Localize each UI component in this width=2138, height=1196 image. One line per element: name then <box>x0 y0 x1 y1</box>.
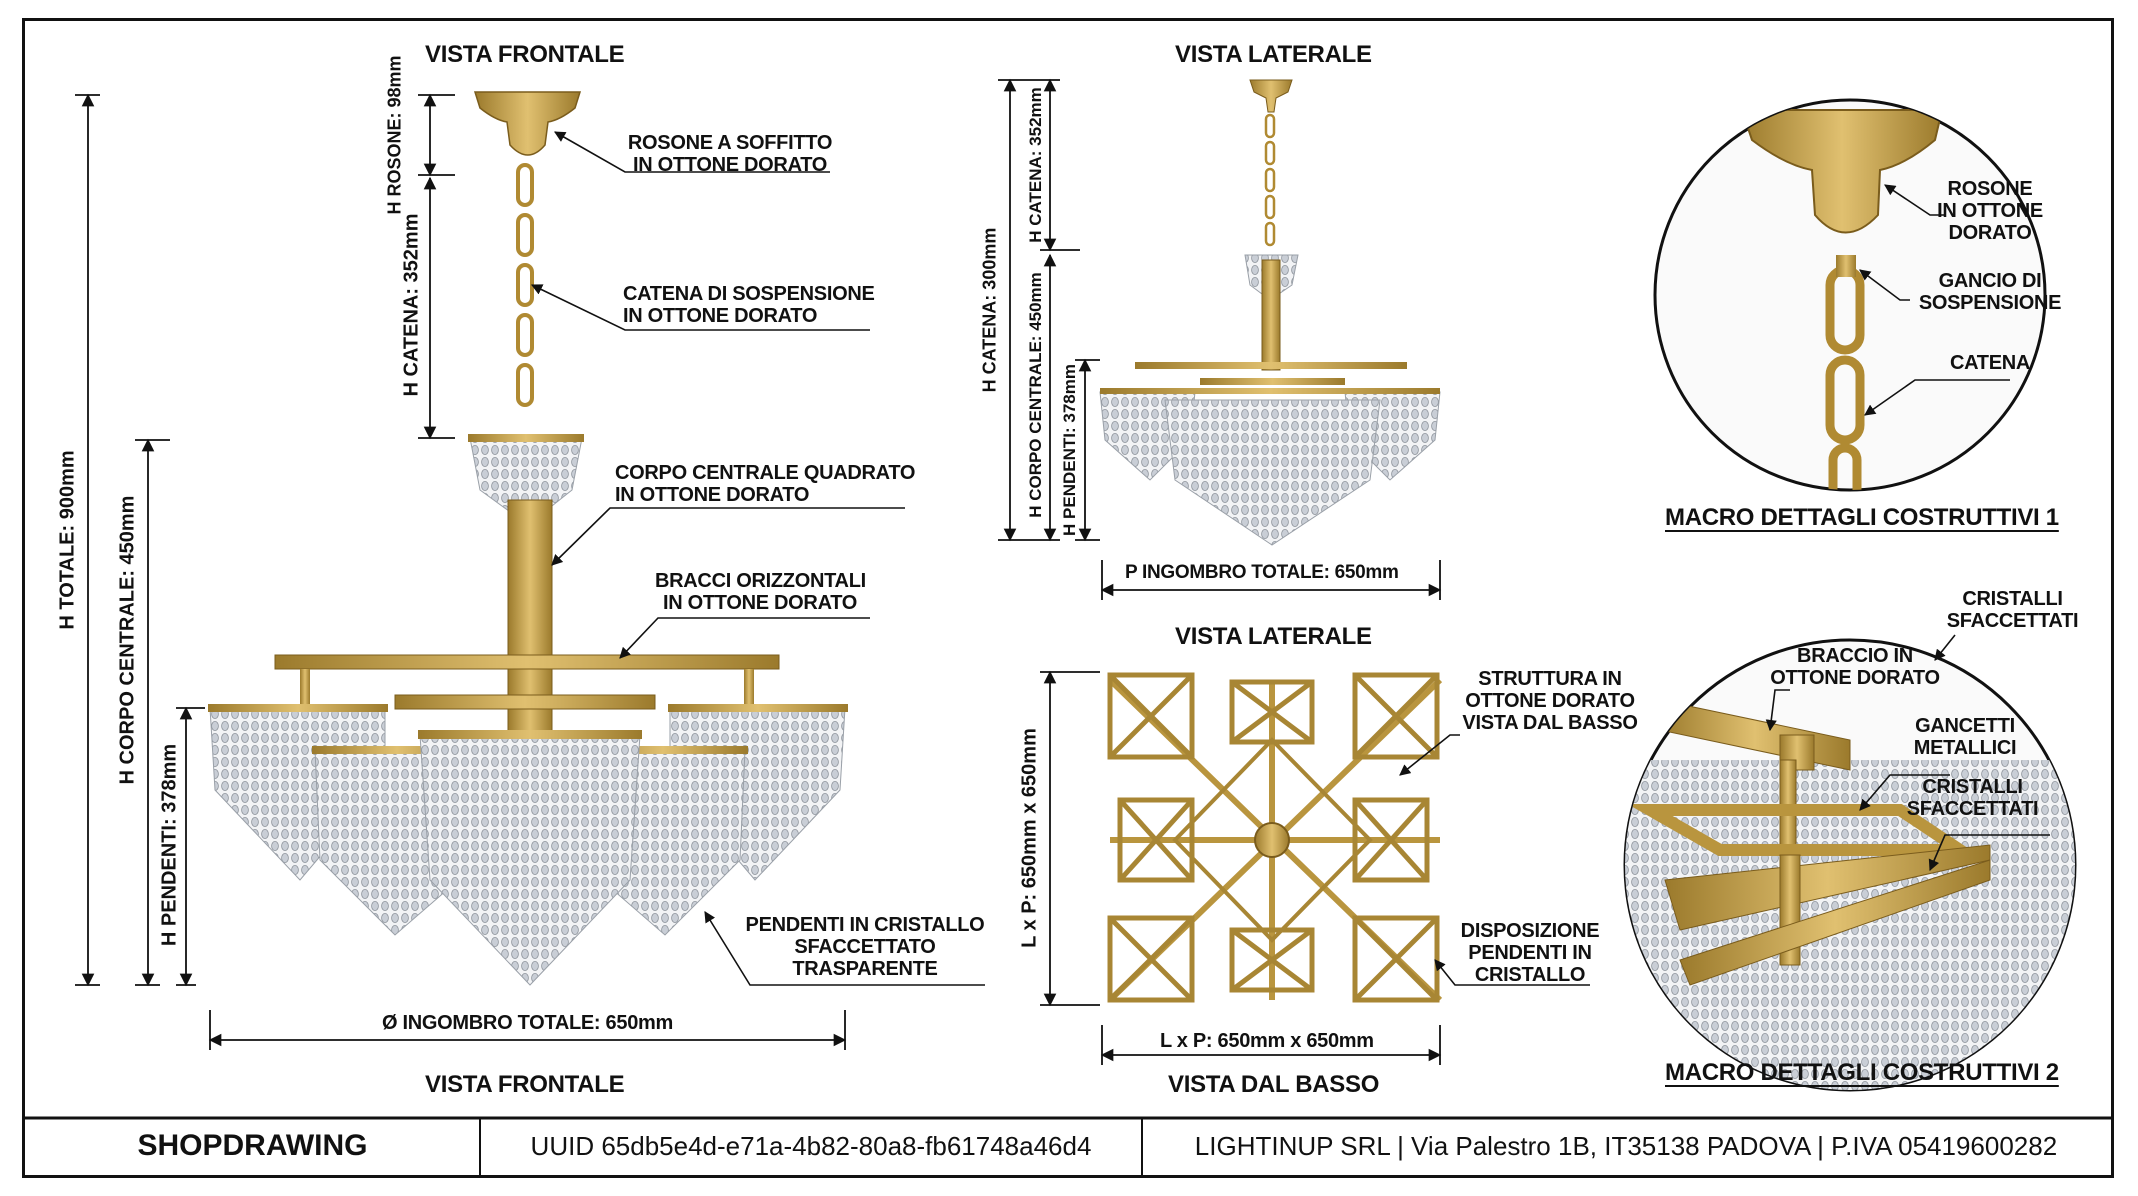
title-bottom-view: VISTA DAL BASSO <box>1168 1071 1380 1098</box>
dim-width-front: Ø INGOMBRO TOTALE: 650mm <box>382 1012 673 1034</box>
callout-macro1-catena: CATENA <box>1949 352 2031 374</box>
title-front-top: VISTA FRONTALE <box>425 41 625 68</box>
drawing-frame <box>22 18 2114 1178</box>
dim-width-side: P INGOMBRO TOTALE: 650mm <box>1125 562 1399 583</box>
title-macro-2: MACRO DETTAGLI COSTRUTTIVI 2 <box>1665 1059 2059 1086</box>
dim-bottom-vertical: L x P: 650mm x 650mm <box>1018 728 1041 948</box>
front-dimension-lines <box>75 93 847 1050</box>
title-front-bottom: VISTA FRONTALE <box>425 1071 625 1098</box>
footer-shopdrawing: SHOPDRAWING <box>137 1129 368 1162</box>
footer-uuid: UUID 65db5e4d-e71a-4b82-80a8-fb61748a46d… <box>530 1130 1092 1161</box>
dim-h-catena-300: H CATENA: 300mm <box>979 227 1000 393</box>
footer-company: LIGHTINUP SRL | Via Palestro 1B, IT35138… <box>1194 1130 2058 1161</box>
dim-h-corpo-side: H CORPO CENTRALE: 450mm <box>1026 272 1045 518</box>
title-side-top: VISTA LATERALE <box>1175 41 1372 68</box>
dim-h-catena-front: H CATENA: 352mm <box>400 213 423 397</box>
dim-h-pendenti-side: H PENDENTI: 378mm <box>1060 364 1079 536</box>
dim-h-totale: H TOTALE: 900mm <box>56 450 79 630</box>
dim-bottom-horizontal: L x P: 650mm x 650mm <box>1160 1030 1374 1052</box>
title-macro-1: MACRO DETTAGLI COSTRUTTIVI 1 <box>1665 504 2059 531</box>
bottom-dimension-lines <box>1040 670 1442 1065</box>
dim-h-corpo-front: H CORPO CENTRALE: 450mm <box>116 495 139 785</box>
dim-h-rosone: H ROSONE: 98mm <box>384 55 405 215</box>
front-view-chandelier <box>208 91 848 986</box>
dim-h-pendenti-front: H PENDENTI: 378mm <box>158 743 181 947</box>
bottom-view-structure <box>1107 672 1443 1003</box>
side-dimension-lines <box>998 78 1442 600</box>
macro-detail-1 <box>1653 98 2047 492</box>
bottom-leader-lines <box>1399 734 1590 986</box>
front-leader-lines <box>530 131 985 986</box>
dim-h-catena-352: H CATENA: 352mm <box>1026 87 1045 243</box>
title-side-middle: VISTA LATERALE <box>1175 623 1372 650</box>
macro-detail-2 <box>1623 634 2077 1092</box>
side-view-chandelier <box>1099 79 1441 546</box>
